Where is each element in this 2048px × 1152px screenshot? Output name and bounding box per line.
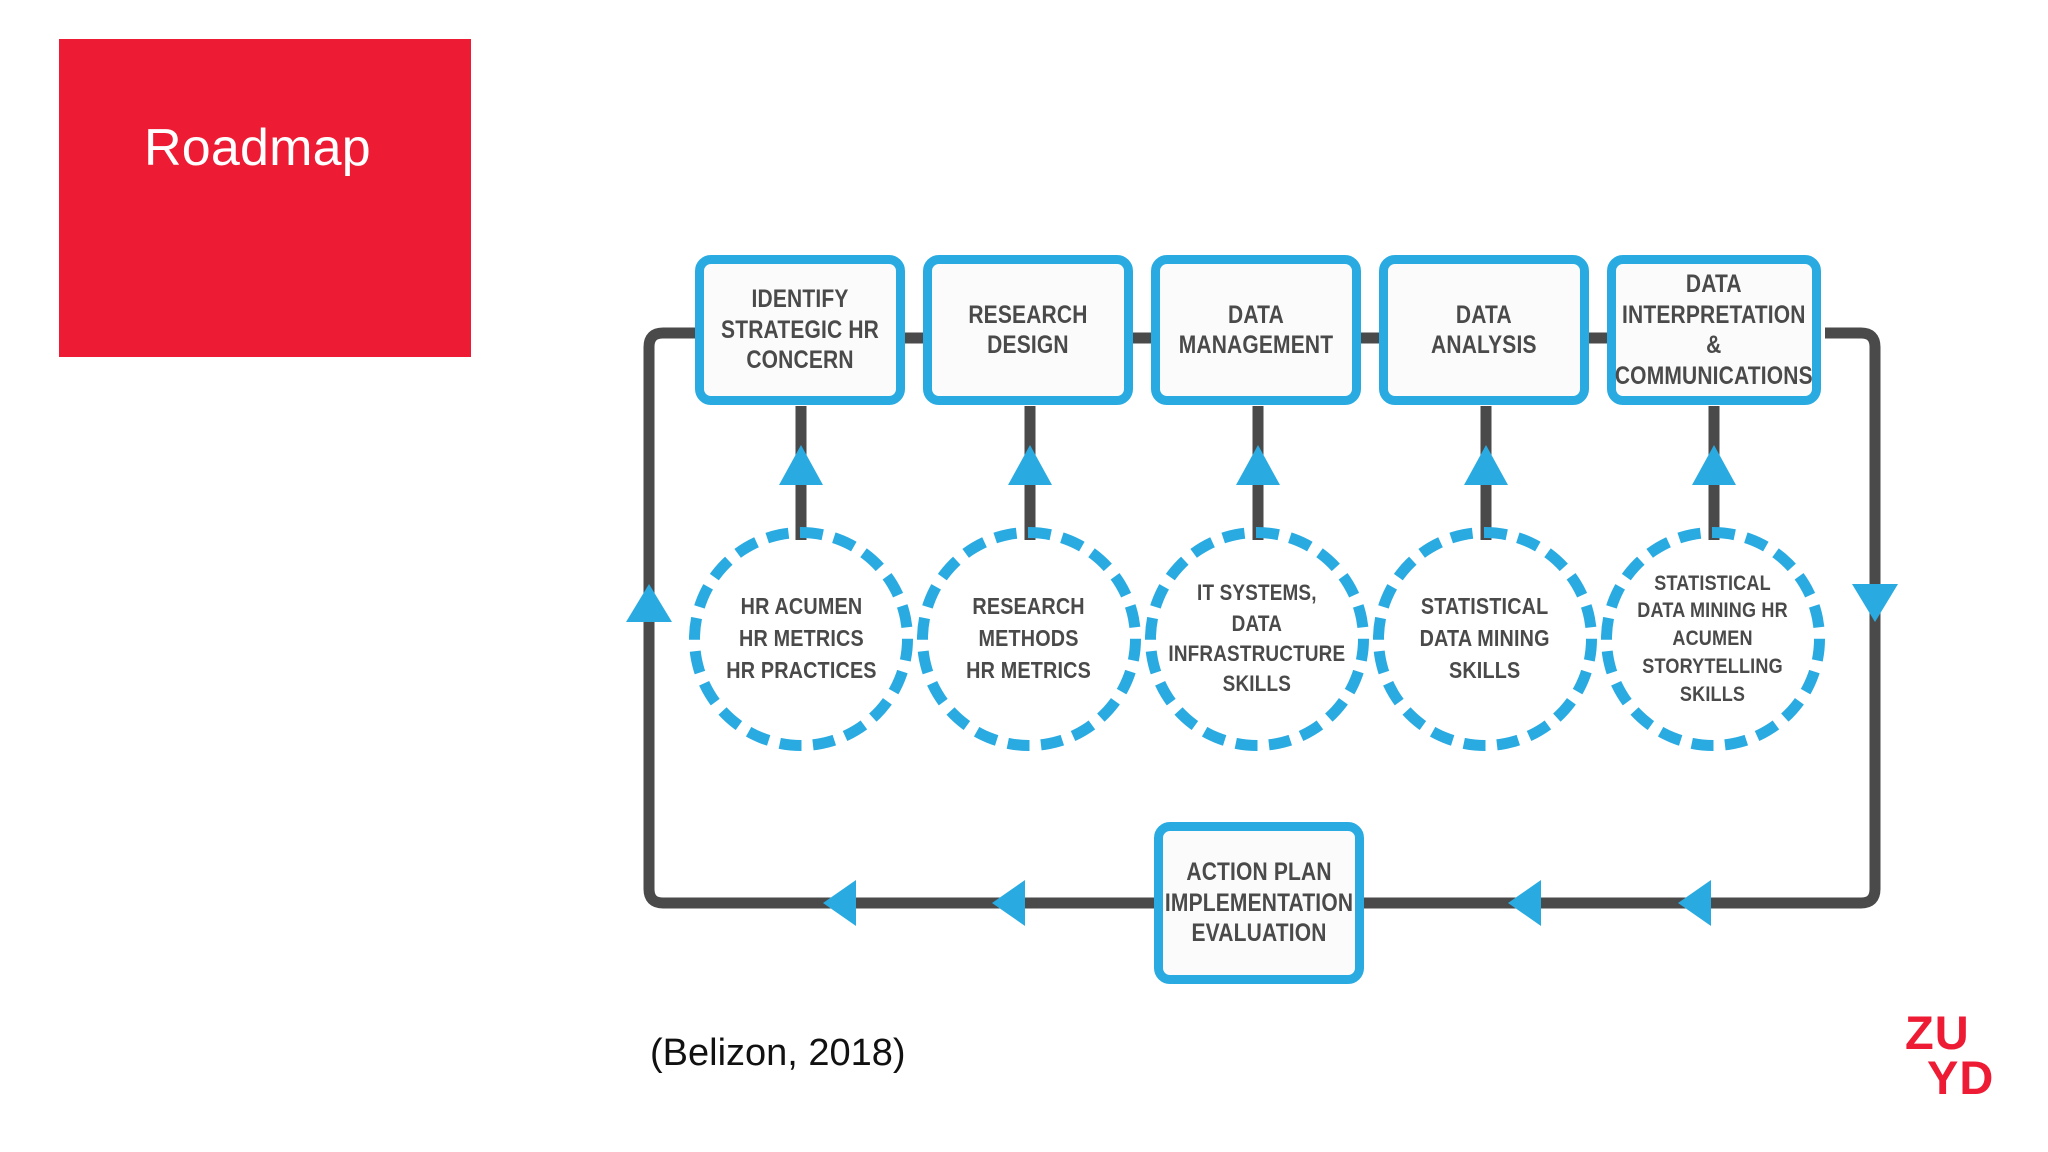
arrow-up-skill-5 (1692, 445, 1736, 485)
arrow-up-skill-2 (1008, 445, 1052, 485)
arrow-left-bottom-1 (823, 880, 856, 926)
arrow-left-bottom-2 (992, 880, 1025, 926)
logo-line-2: YD (1927, 1051, 1995, 1105)
loop-arrowheads (626, 584, 1898, 926)
skill-arrowheads (779, 445, 1736, 485)
arrow-left-bottom-4 (1678, 880, 1711, 926)
title-banner: Roadmap (59, 39, 471, 357)
arrow-up-left-return (626, 584, 672, 622)
arrow-left-bottom-3 (1508, 880, 1541, 926)
arrow-up-skill-4 (1464, 445, 1508, 485)
source-citation: (Belizon, 2018) (650, 1032, 906, 1074)
zuyd-logo: ZU YD (1905, 1006, 2015, 1120)
page-title: Roadmap (144, 119, 371, 177)
arrow-up-skill-3 (1236, 445, 1280, 485)
arrow-down-right-feed (1852, 584, 1898, 622)
arrow-up-skill-1 (779, 445, 823, 485)
logo-line-1: ZU (1905, 1006, 1970, 1059)
